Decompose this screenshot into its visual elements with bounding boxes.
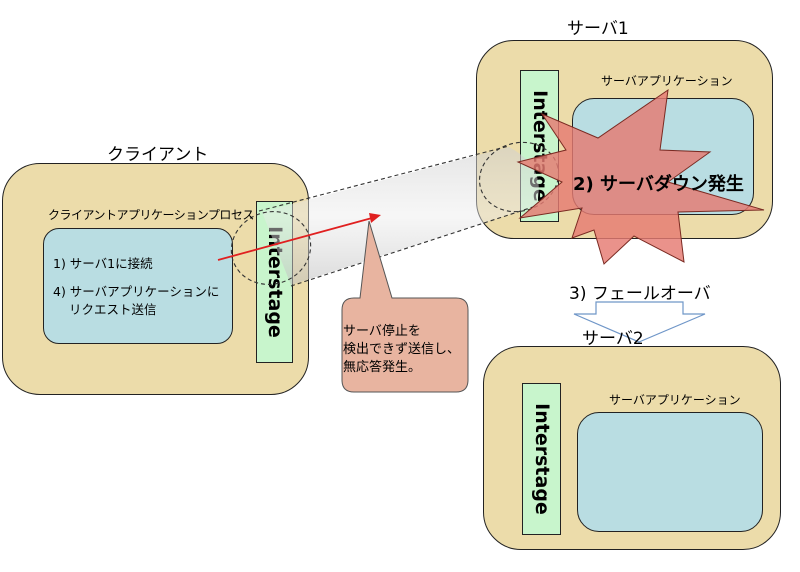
client-step-request-line1: 4) サーバアプリケーションに	[53, 284, 220, 299]
server1-app-label: サーバアプリケーション	[601, 74, 733, 88]
server-down-explosion	[516, 88, 765, 265]
request-arrow	[217, 213, 381, 261]
callout-line3: 無応答発生。	[343, 360, 422, 375]
server2-interstage-panel: Interstage	[522, 383, 561, 535]
client-title: クライアント	[107, 145, 209, 165]
client-process-label: クライアントアプリケーションプロセス	[48, 208, 254, 222]
server2-application-box	[577, 412, 763, 532]
server2-app-label: サーバアプリケーション	[609, 393, 741, 407]
server2-title: サーバ2	[582, 329, 644, 349]
client-application-box	[43, 228, 233, 344]
server-down-label: 2) サーバダウン発生	[573, 174, 744, 195]
server1-title: サーバ1	[567, 19, 629, 39]
client-step-connect: 1) サーバ1に接続	[53, 256, 153, 271]
callout-bubble	[341, 220, 469, 393]
callout-line1: サーバ停止を	[343, 324, 421, 339]
connection-tunnel	[230, 141, 560, 287]
client-step-request-line2: リクエスト送信	[69, 302, 157, 317]
failover-label: 3) フェールオーバ	[569, 284, 711, 304]
callout-line2: 検出できず送信し、	[343, 342, 461, 357]
failover-arrow	[573, 301, 706, 343]
